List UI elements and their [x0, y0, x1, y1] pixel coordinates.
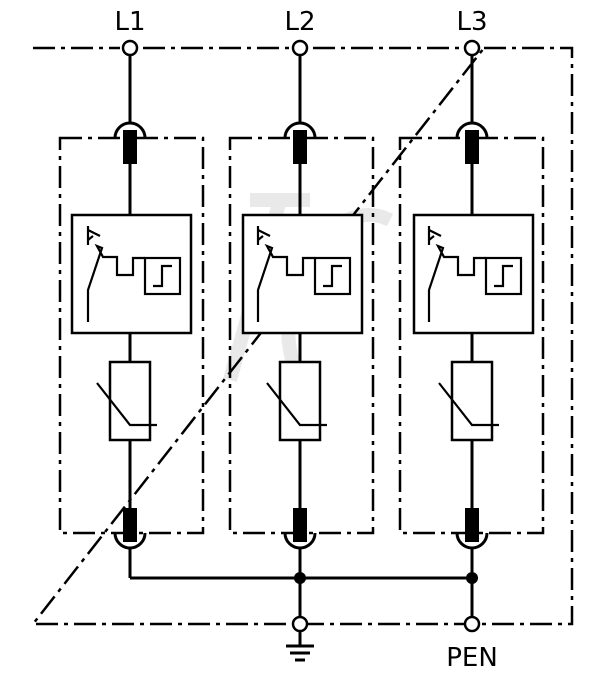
varistor-l2 — [278, 360, 322, 442]
terminal-l2 — [291, 39, 309, 57]
module-l2 — [241, 56, 364, 578]
label-l3: L3 — [456, 7, 487, 37]
fuse-bottom-l1 — [123, 508, 137, 542]
label-l1: L1 — [114, 7, 145, 37]
label-l2: L2 — [284, 7, 315, 37]
label-pen: PEN — [446, 643, 498, 673]
varistor-l1 — [108, 360, 152, 442]
terminal-pen — [463, 615, 481, 633]
fuse-top-l2 — [293, 130, 307, 164]
fuse-bottom-l2 — [293, 508, 307, 542]
module-l3 — [412, 56, 535, 578]
terminal-l1 — [121, 39, 139, 57]
fuse-top-l1 — [123, 130, 137, 164]
fuse-bottom-l3 — [465, 508, 479, 542]
varistor-l3 — [450, 360, 494, 442]
module-l1 — [70, 56, 193, 578]
ground-icon — [286, 631, 314, 662]
fuse-top-l3 — [465, 130, 479, 164]
outer-enclosure — [30, 46, 574, 626]
terminal-earth — [291, 615, 309, 633]
terminal-l3 — [463, 39, 481, 57]
